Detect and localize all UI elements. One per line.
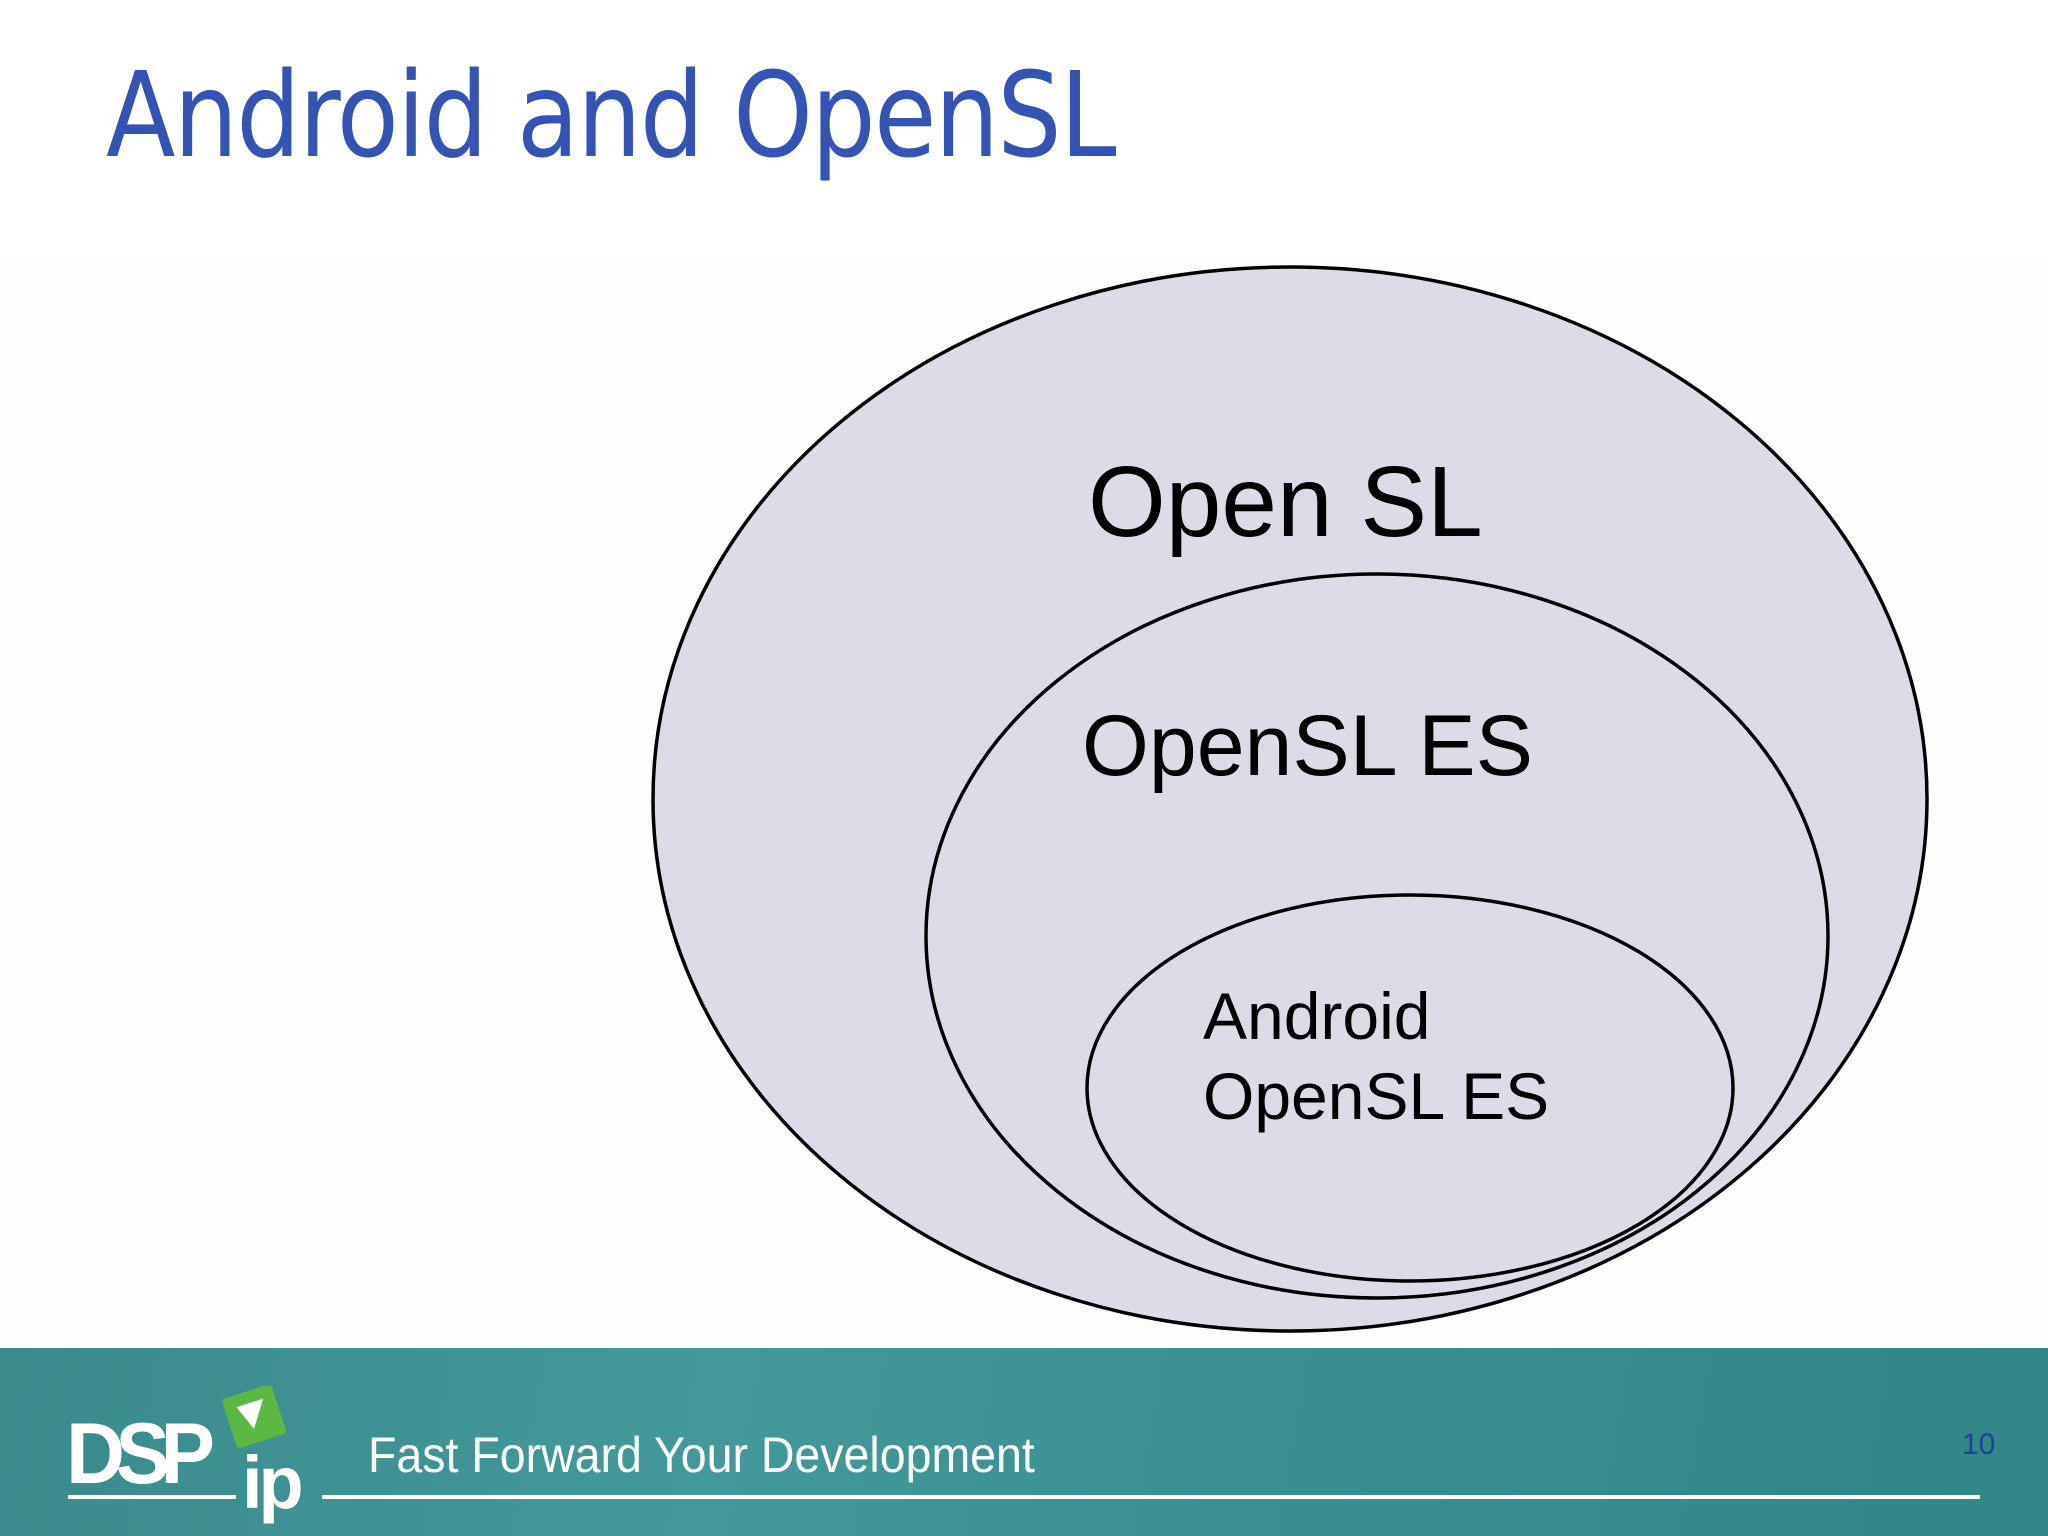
svg-text:DSP: DSP xyxy=(66,1405,213,1501)
footer-divider xyxy=(322,1495,1980,1499)
footer-tagline: Fast Forward Your Development xyxy=(368,1427,1035,1483)
footer-divider-left xyxy=(68,1495,236,1499)
label-android-line1: Android xyxy=(1203,979,1431,1053)
dspip-logo-icon: DSP ip xyxy=(66,1386,306,1524)
label-opensl-es: OpenSL ES xyxy=(1082,698,1533,794)
label-open-sl: Open SL xyxy=(1088,446,1483,558)
page-number: 10 xyxy=(1962,1428,1996,1461)
slide-title: Android and OpenSL xyxy=(106,46,1117,184)
nested-ellipse-diagram xyxy=(651,265,1929,1333)
ellipse-android-opensl-es xyxy=(1085,893,1735,1283)
svg-text:ip: ip xyxy=(242,1441,302,1524)
label-android-opensl-es: Android OpenSL ES xyxy=(1203,976,1549,1136)
label-android-line2: OpenSL ES xyxy=(1203,1059,1550,1133)
footer-band xyxy=(0,1348,2048,1536)
